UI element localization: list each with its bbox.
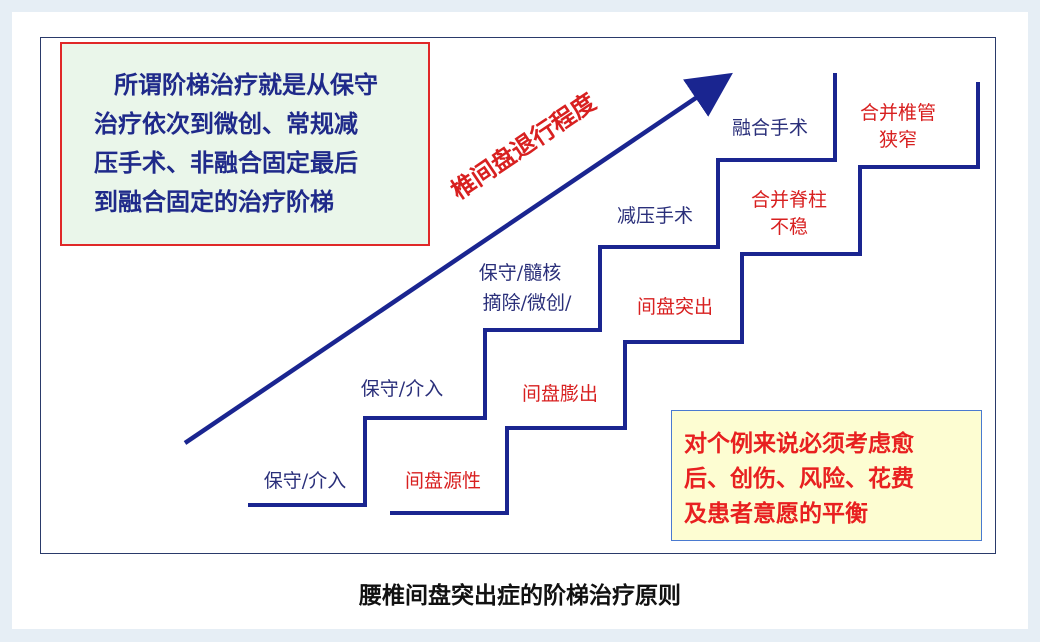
note-line: 及患者意愿的平衡 xyxy=(684,501,868,527)
condition-step-5-line2: 狭窄 xyxy=(879,129,917,151)
treatment-step-4: 减压手术 xyxy=(617,205,693,227)
intro-line: 压手术、非融合固定最后 xyxy=(94,149,358,177)
note-line: 对个例来说必须考虑愈 xyxy=(684,431,914,457)
intro-line: 到融合固定的治疗阶梯 xyxy=(94,188,334,216)
treatment-staircase xyxy=(248,73,837,507)
condition-step-2: 间盘膨出 xyxy=(522,383,598,405)
note-line: 后、创伤、风险、花费 xyxy=(684,466,914,492)
treatment-step-2: 保守/介入 xyxy=(361,378,443,400)
intro-line: 治疗依次到微创、常规减 xyxy=(94,110,358,138)
treatment-step-1: 保守/介入 xyxy=(264,470,346,492)
diagram-frame xyxy=(40,37,996,554)
condition-step-5-line1: 合并椎管 xyxy=(860,102,936,124)
treatment-step-3-line1: 保守/髓核 xyxy=(479,262,561,284)
condition-staircase xyxy=(390,82,980,515)
diagram-caption: 腰椎间盘突出症的阶梯治疗原则 xyxy=(359,583,681,609)
treatment-step-5: 融合手术 xyxy=(732,117,808,139)
condition-step-1: 间盘源性 xyxy=(405,470,481,492)
intro-box: 所谓阶梯治疗就是从保守 治疗依次到微创、常规减 压手术、非融合固定最后 到融合固… xyxy=(60,42,430,246)
condition-step-4-line2: 不稳 xyxy=(770,216,808,238)
condition-step-4-line1: 合并脊柱 xyxy=(751,189,827,211)
intro-line: 所谓阶梯治疗就是从保守 xyxy=(114,71,378,99)
treatment-step-3-line2: 摘除/微创/ xyxy=(483,292,572,314)
progression-arrow xyxy=(183,72,733,445)
arrow-label: 椎间盘退行程度 xyxy=(446,87,602,205)
condition-step-3: 间盘突出 xyxy=(637,296,713,318)
note-box: 对个例来说必须考虑愈 后、创伤、风险、花费 及患者意愿的平衡 xyxy=(671,410,982,541)
